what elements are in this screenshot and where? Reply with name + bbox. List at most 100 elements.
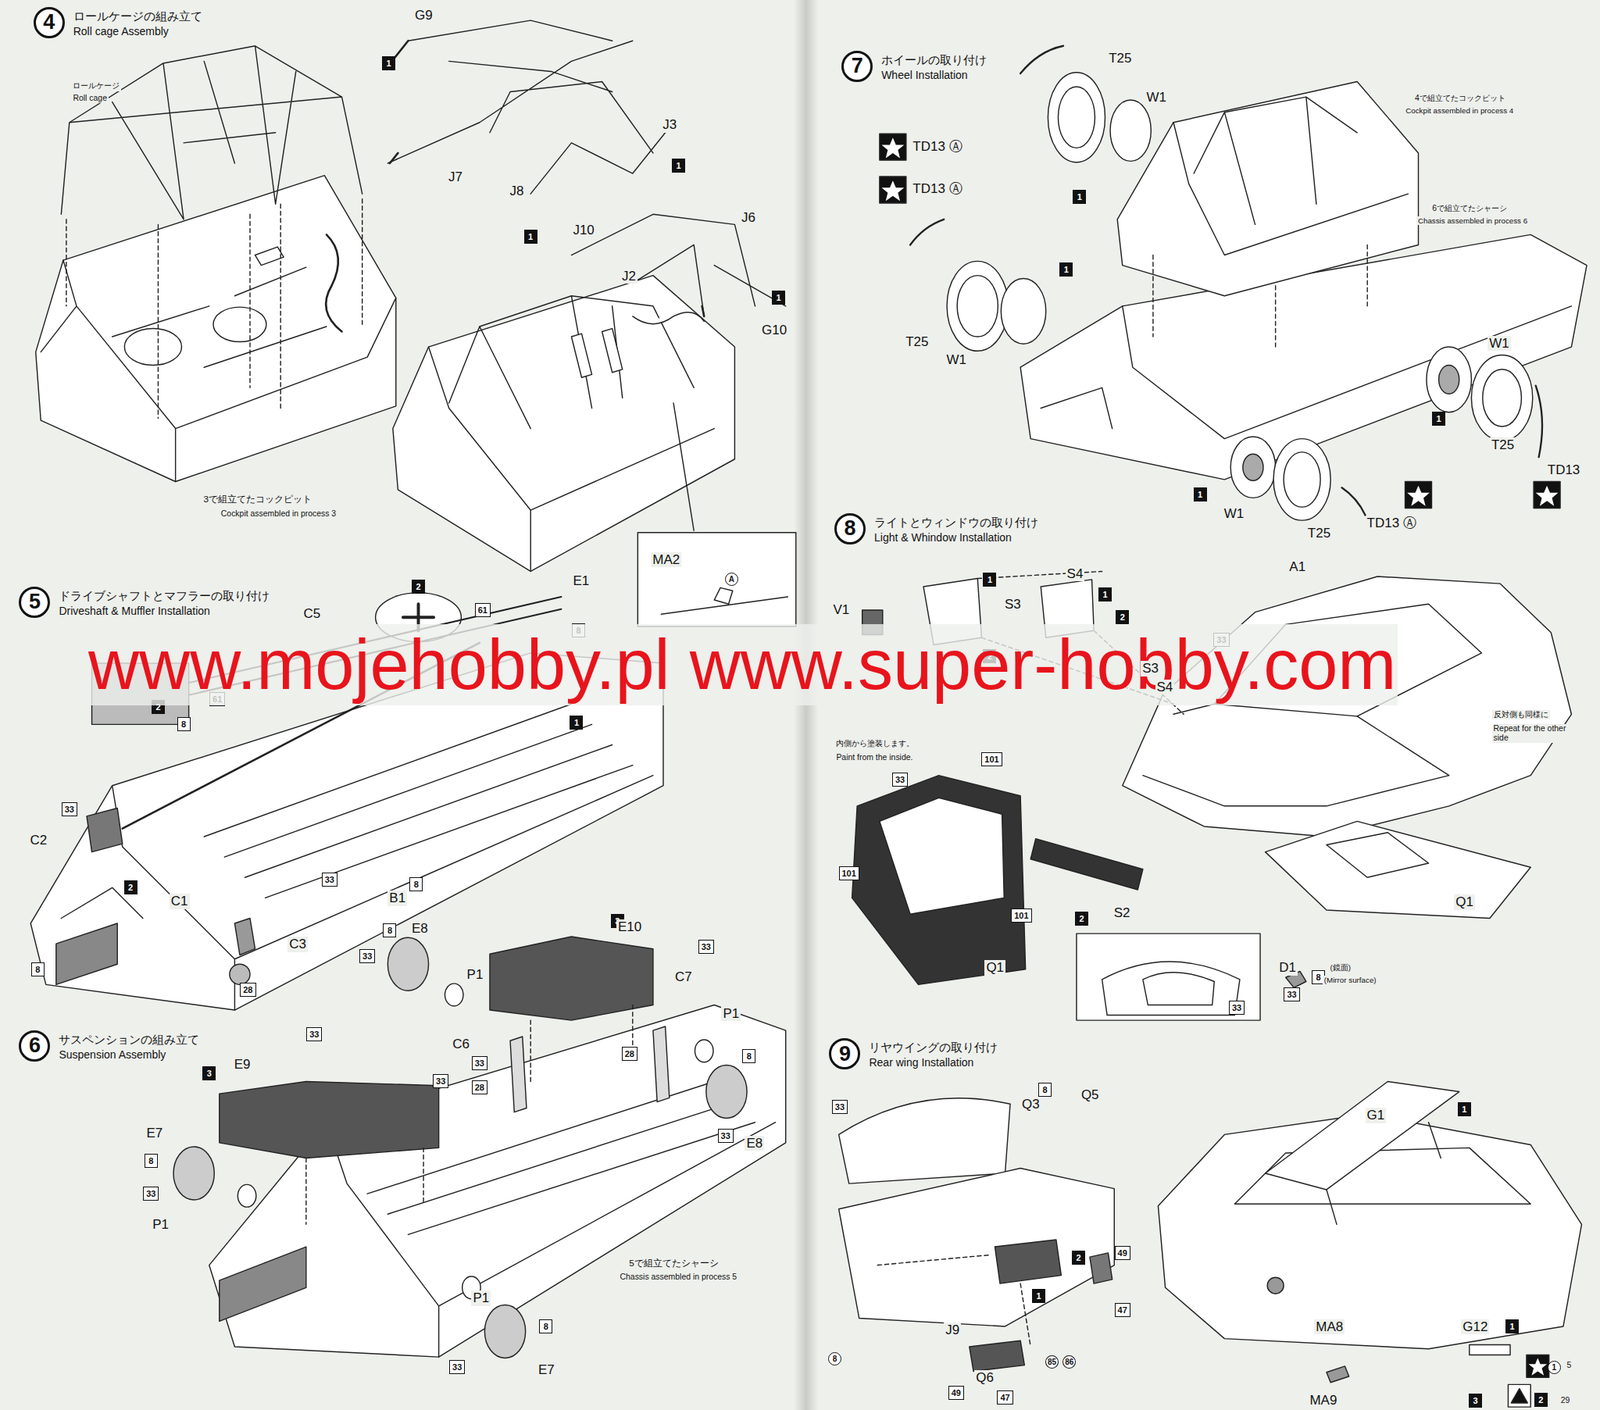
step-number-text: 4 [42,11,55,33]
paint-code: 1 [1032,1289,1046,1304]
paint-code: 33 [717,1128,734,1143]
part-label: J9 [943,1322,961,1339]
paint-code: 1 [382,56,396,71]
code-text: 1 [676,160,682,171]
code-text: 8 [35,964,40,975]
wheel-figure [1000,278,1046,345]
part-label: T25 [903,334,930,350]
code-text: 33 [701,942,711,952]
note-text: (鏡面) [1328,963,1354,972]
part-label: D1 [1277,960,1298,976]
body-figure [1326,832,1429,878]
paint-code: 33 [432,1074,449,1089]
part-label: E9 [232,1057,253,1073]
roll-cage-figure [40,260,397,482]
code-text: 8 [181,719,186,729]
code-text: 85 [1047,1357,1057,1367]
part-label: P1 [465,967,486,983]
part-label: TD13 Ⓐ [910,181,964,197]
part-label: A1 [1287,559,1308,575]
step-number-text: 5 [28,591,41,613]
circled-mark: 1 [1547,1360,1561,1375]
suspension-figure [706,1065,747,1119]
step-number: 6サスペンションの組み立てSuspension Assembly [18,1030,50,1062]
part-label: C7 [673,969,694,986]
part-label: C3 [287,936,308,953]
paint-code: 33 [698,939,715,954]
body-figure [852,775,1026,986]
paint-code: 2 [1071,1250,1086,1265]
paint-code: 1 [569,715,583,730]
part-label: C2 [28,832,50,849]
rear-wing-figure [1526,1355,1550,1379]
code-text: 8 [414,879,419,890]
code-text: 2 [415,582,421,592]
paint-code: 2 [1115,610,1129,625]
code-text: 8 [148,1156,154,1166]
cockpit-figure [392,275,736,572]
paint-code: 28 [471,1080,488,1095]
chassis-figure [203,703,633,898]
note-text: Chassis assembled in process 5 [618,1272,740,1283]
code-text: 1 [574,717,579,728]
circled-mark: 8 [828,1352,842,1366]
paint-code: 101 [981,752,1002,767]
step-title-ja: リヤウイングの取り付け [867,1040,1000,1056]
code-text: 33 [835,1102,845,1112]
part-label: J6 [739,210,758,226]
code-text: 8 [746,1051,752,1061]
step-title-en: Wheel Installation [879,68,970,82]
chassis-figure [86,807,123,852]
part-label: C6 [450,1036,472,1053]
part-label: Q5 [1079,1087,1101,1104]
paint-code: 8 [382,923,397,938]
circled-mark: 85 [1045,1355,1059,1369]
paint-code: 2 [1534,1392,1548,1408]
paint-code: 8 [742,1049,756,1064]
code-text: 33 [895,775,905,785]
part-label: J7 [446,169,465,186]
code-text: 33 [362,951,372,961]
part-label: G10 [760,322,789,339]
code-text: 2 [1078,914,1084,924]
circled-mark: 86 [1062,1355,1076,1369]
body-figure [1076,933,1261,1021]
suspension-figure [173,1146,215,1200]
suspension-figure [173,936,786,1358]
part-label: G9 [413,7,435,24]
step-title-en: Driveshaft & Muffler Installation [57,604,212,618]
part-label: E8 [744,1135,765,1152]
part-label: E7 [536,1362,557,1379]
code-text: 1 [1064,264,1069,275]
cockpit-figure [392,275,797,627]
wheel-figure [946,260,1008,351]
paint-code: 1 [671,158,686,173]
rear-wing-figure [839,1081,1583,1408]
step-number: 8ライトとウィンドウの取り付けLight & Whindow Installat… [834,513,866,545]
part-label: Q1 [984,960,1006,976]
part-label: Q1 [1453,894,1475,911]
step-title-ja: ロールケージの組み立て [71,9,204,25]
part-label: C1 [169,893,190,910]
part-label: E8 [410,921,430,937]
part-label: J3 [660,117,679,133]
wheel-figure [1482,369,1522,427]
paint-code: 33 [359,949,375,964]
paint-code: 33 [449,1360,465,1375]
code-text: 2 [1120,612,1125,622]
note-text: 5 [1565,1360,1574,1371]
star-symbol [881,137,1558,507]
code-text: 101 [842,868,857,879]
code-text: 28 [625,1049,635,1059]
rear-wing-figure [1469,1344,1511,1355]
note-text: 6で組立てたシャーシ [1430,203,1509,214]
paint-code: 1 [1457,1102,1472,1117]
part-label: E7 [144,1125,165,1142]
step-title-ja: ドライブシャフトとマフラーの取り付け [57,589,272,604]
code-text: 28 [475,1082,485,1093]
note-text: Paint from the inside. [834,753,915,763]
code-text: 2 [128,882,133,893]
rear-wing-figure [1528,1357,1548,1375]
rear-wing-figure [877,1255,1031,1348]
